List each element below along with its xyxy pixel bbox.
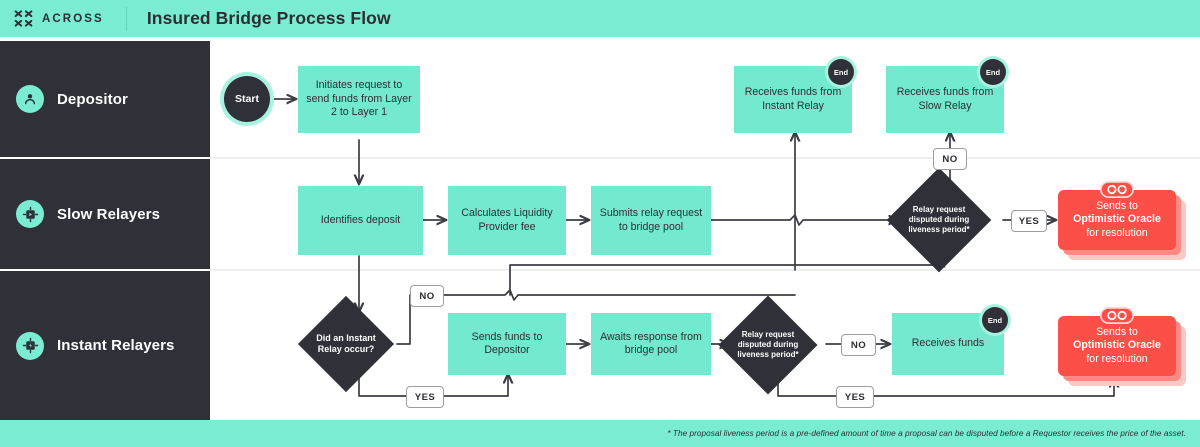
edge-label-slow-dispute-yes: YES [1011, 210, 1047, 232]
uma-oracle-icon [1100, 181, 1134, 198]
edge-label-instant-question-yes: YES [406, 386, 444, 408]
app-header: ACROSS Insured Bridge Process Flow [0, 0, 1200, 37]
node-awaits-response[interactable]: Awaits response from bridge pool [591, 313, 711, 375]
header-divider [125, 6, 127, 31]
edge-label-instant-dispute-yes: YES [836, 386, 874, 408]
decision-label: Did an Instant Relay occur? [316, 333, 376, 354]
node-label: Sends funds to Depositor [471, 330, 543, 356]
node-label: Receives funds from Instant Relay [744, 86, 842, 112]
end-badge-label: End [985, 67, 1001, 77]
oracle-line-2: Optimistic Oracle [1073, 213, 1161, 226]
node-identifies-deposit[interactable]: Identifies deposit [298, 186, 423, 255]
start-node[interactable]: Start [224, 76, 270, 122]
lane-name: Depositor [57, 90, 128, 108]
end-badge-label: End [833, 67, 849, 77]
edge-label-slow-dispute-no: NO [933, 148, 967, 170]
decision-label: Relay request disputed during liveness p… [737, 330, 799, 359]
decision-did-instant-relay-occur[interactable]: Did an Instant Relay occur? [297, 295, 395, 393]
node-label: Calculates Liquidity Provider fee [461, 207, 553, 233]
lane-label-depositor: Depositor [0, 41, 210, 157]
node-initiates-request[interactable]: Initiates request to send funds from Lay… [298, 66, 420, 133]
node-label: Receives funds [911, 337, 985, 350]
oracle-line-3: for resolution [1086, 226, 1148, 239]
lane-label-instant-relayers: Instant Relayers [0, 271, 210, 420]
brand-name: ACROSS [42, 12, 104, 25]
user-icon [16, 85, 44, 113]
pill-label: YES [414, 391, 436, 403]
relay-node-icon [16, 200, 44, 228]
decision-slow-relay-disputed[interactable]: Relay request disputed during liveness p… [886, 167, 992, 273]
end-badge-receives-funds: End [982, 307, 1008, 333]
node-label: Identifies deposit [320, 213, 401, 226]
pill-label: NO [850, 339, 867, 351]
pill-label: YES [1018, 215, 1040, 227]
node-label: Initiates request to send funds from Lay… [306, 79, 412, 119]
relay-node-icon [16, 331, 44, 360]
across-logo-icon [14, 10, 33, 27]
oracle-line-3: for resolution [1086, 352, 1148, 365]
lane-name: Instant Relayers [57, 337, 175, 354]
end-badge-slow: End [980, 59, 1006, 85]
node-label: Receives funds from Slow Relay [896, 86, 994, 112]
lane-name: Slow Relayers [57, 205, 161, 223]
card-front: Sends to Optimistic Oracle for resolutio… [1058, 190, 1176, 250]
uma-oracle-icon [1100, 307, 1134, 324]
oracle-line-1: Sends to [1096, 199, 1138, 212]
card-front: Sends to Optimistic Oracle for resolutio… [1058, 316, 1176, 376]
node-sends-funds-to-depositor[interactable]: Sends funds to Depositor [448, 313, 566, 375]
oracle-line-2: Optimistic Oracle [1073, 339, 1161, 352]
node-label: Awaits response from bridge pool [600, 330, 702, 356]
edge-label-instant-dispute-no: NO [841, 334, 876, 356]
footnote-text: * The proposal liveness period is a pre-… [667, 429, 1186, 438]
node-calculates-lp-fee[interactable]: Calculates Liquidity Provider fee [448, 186, 566, 255]
end-badge-label: End [987, 315, 1003, 325]
oracle-line-1: Sends to [1096, 325, 1138, 338]
start-label: Start [235, 93, 259, 105]
node-slow-optimistic-oracle[interactable]: Sends to Optimistic Oracle for resolutio… [1058, 181, 1186, 260]
lane-label-slow-relayers: Slow Relayers [0, 159, 210, 269]
lane-separator-1 [210, 157, 1200, 159]
edge-label-instant-question-no: NO [410, 285, 444, 307]
node-instant-optimistic-oracle[interactable]: Sends to Optimistic Oracle for resolutio… [1058, 307, 1186, 386]
node-submits-relay-request[interactable]: Submits relay request to bridge pool [591, 186, 711, 255]
app-footer: * The proposal liveness period is a pre-… [0, 420, 1200, 447]
pill-label: YES [844, 391, 866, 403]
end-badge-instant: End [828, 59, 854, 85]
page-title: Insured Bridge Process Flow [146, 8, 391, 28]
brand-logo[interactable]: ACROSS [0, 9, 104, 28]
decision-label: Relay request disputed during liveness p… [908, 205, 970, 234]
node-label: Submits relay request to bridge pool [599, 207, 703, 233]
decision-instant-relay-disputed[interactable]: Relay request disputed during liveness p… [718, 295, 818, 395]
node-receives-funds[interactable]: Receives funds [892, 313, 1004, 375]
pill-label: NO [942, 153, 958, 165]
pill-label: NO [419, 290, 435, 302]
